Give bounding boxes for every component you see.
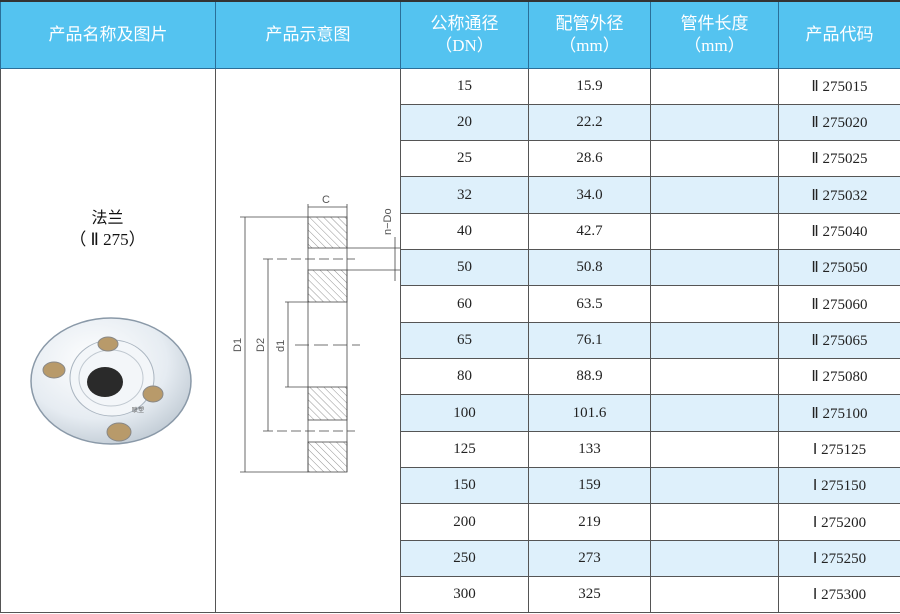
cell-od: 219	[528, 503, 651, 541]
cell-dn: 200	[400, 503, 529, 541]
cell-code: Ⅱ 275100	[778, 394, 900, 432]
header-dn-label: 公称通径	[430, 13, 499, 34]
cell-code: Ⅱ 275015	[778, 67, 900, 105]
header-name: 产品名称及图片	[0, 0, 216, 69]
cell-len	[650, 103, 779, 142]
cell-od: 133	[528, 430, 651, 469]
label-c: C	[322, 194, 330, 206]
cell-dn: 150	[400, 467, 529, 505]
header-length-unit: （mm）	[684, 35, 745, 55]
cell-code: Ⅱ 275032	[778, 176, 900, 214]
cell-code: Ⅱ 275080	[778, 358, 900, 396]
flange-diagram	[240, 204, 400, 473]
label-n-do: n−Do	[382, 208, 394, 235]
header-od: 配管外径（mm）	[528, 0, 651, 69]
cell-len	[650, 176, 779, 214]
flange-stamp: 联塑	[132, 406, 144, 414]
cell-od: 76.1	[528, 321, 651, 360]
cell-od: 88.9	[528, 358, 651, 396]
cell-od: 42.7	[528, 212, 651, 251]
cell-dn: 100	[400, 394, 529, 432]
cell-code: Ⅰ 275150	[778, 467, 900, 505]
label-D2: D2	[255, 338, 267, 352]
cell-len	[650, 503, 779, 541]
cell-dn: 80	[400, 358, 529, 396]
cell-len	[650, 321, 779, 360]
label-D1: D1	[232, 338, 244, 352]
cell-code: Ⅱ 275050	[778, 249, 900, 287]
cell-od: 34.0	[528, 176, 651, 214]
cell-dn: 32	[400, 176, 529, 214]
cell-len	[650, 467, 779, 505]
cell-code: Ⅰ 275250	[778, 539, 900, 578]
cell-od: 50.8	[528, 249, 651, 287]
header-length-label: 管件长度	[680, 13, 749, 34]
product-name-block: 法兰 （ Ⅱ 275）	[0, 207, 215, 251]
cell-len	[650, 394, 779, 432]
cell-len	[650, 249, 779, 287]
cell-len	[650, 140, 779, 178]
cell-code: Ⅰ 275300	[778, 576, 900, 614]
cell-len	[650, 539, 779, 578]
cell-od: 22.2	[528, 103, 651, 142]
cell-dn: 20	[400, 103, 529, 142]
cell-dn: 125	[400, 430, 529, 469]
cell-code: Ⅱ 275065	[778, 321, 900, 360]
cell-code: Ⅱ 275025	[778, 140, 900, 178]
label-d1: d1	[275, 340, 287, 352]
header-code: 产品代码	[778, 0, 900, 69]
header-dn-unit: （DN）	[435, 35, 494, 55]
product-series: （ Ⅱ 275）	[69, 230, 146, 249]
product-name: 法兰	[91, 208, 124, 227]
cell-code: Ⅰ 275125	[778, 430, 900, 469]
cell-od: 28.6	[528, 140, 651, 178]
cell-od: 273	[528, 539, 651, 578]
cell-code: Ⅱ 275040	[778, 212, 900, 251]
header-od-unit: （mm）	[559, 35, 620, 55]
flange-photo: 联塑	[30, 317, 192, 445]
header-length: 管件长度（mm）	[650, 0, 779, 69]
cell-dn: 25	[400, 140, 529, 178]
header-od-label: 配管外径	[555, 13, 624, 34]
cell-code: Ⅱ 275020	[778, 103, 900, 142]
cell-od: 15.9	[528, 67, 651, 105]
cell-dn: 300	[400, 576, 529, 614]
cell-od: 325	[528, 576, 651, 614]
cell-dn: 250	[400, 539, 529, 578]
product-cell: 法兰 （ Ⅱ 275）	[0, 67, 215, 614]
header-row: 产品名称及图片 产品示意图 公称通径（DN） 配管外径（mm） 管件长度（mm）…	[0, 0, 900, 69]
